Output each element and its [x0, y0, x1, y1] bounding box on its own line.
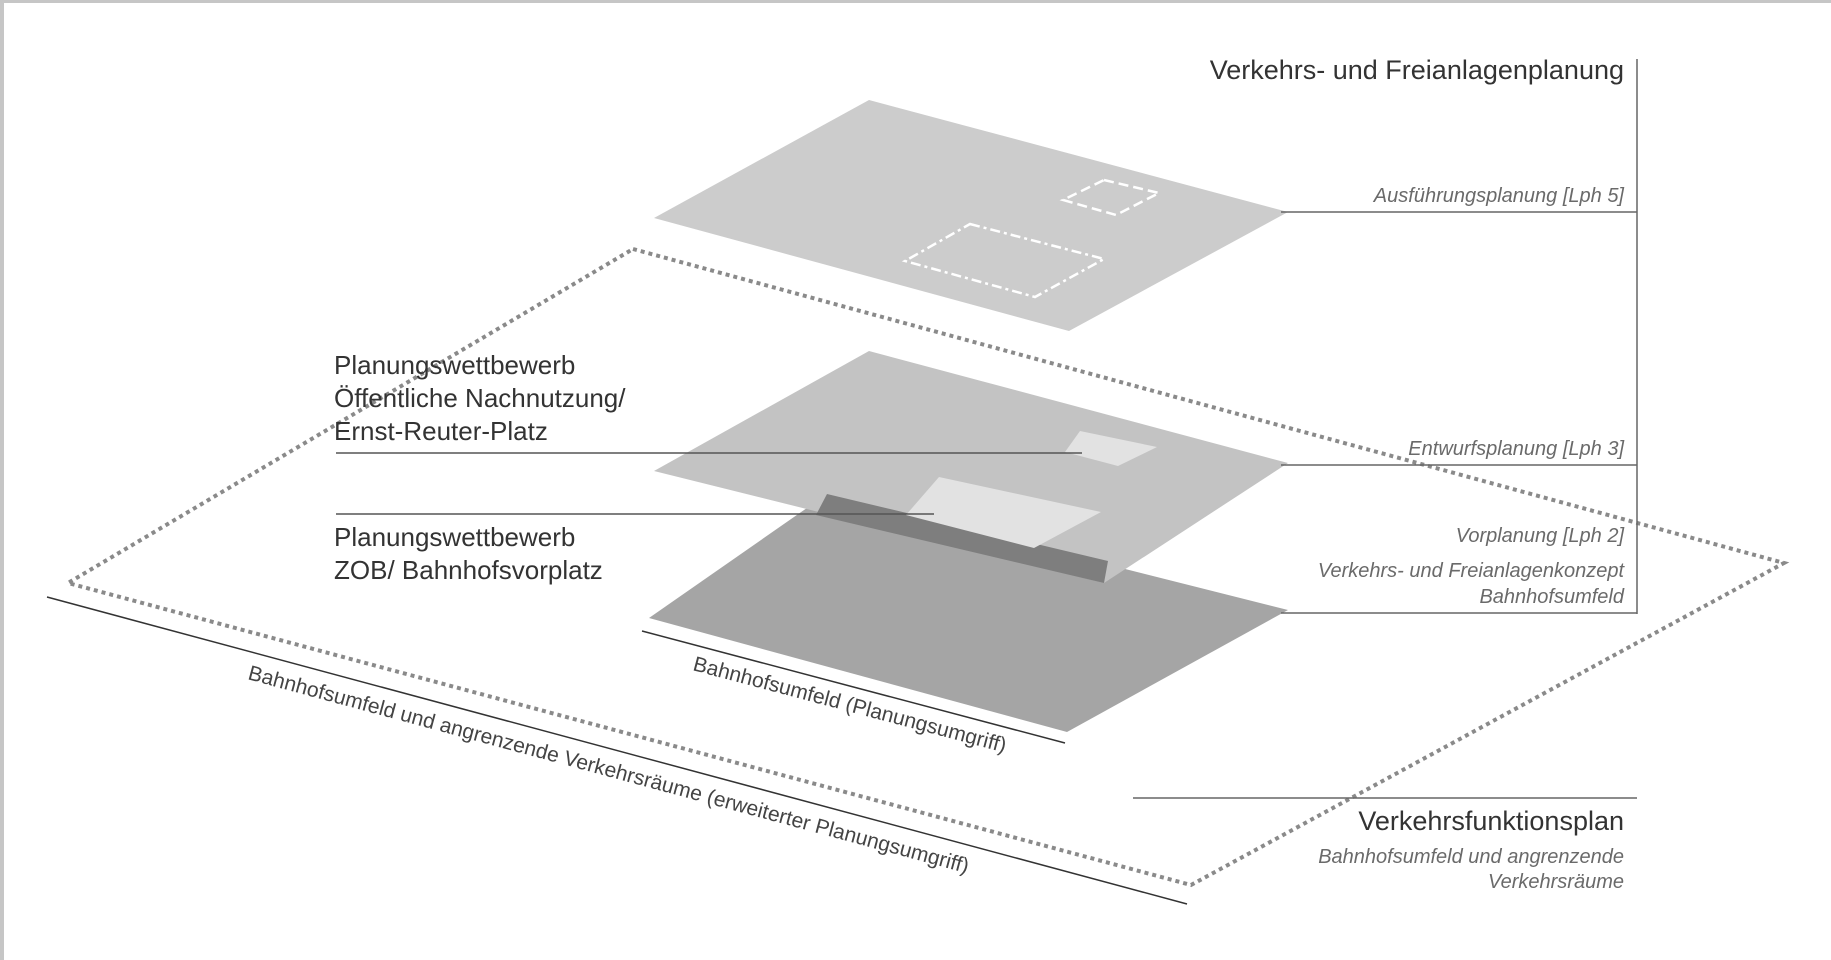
label-entwurfsplanung: Entwurfsplanung [Lph 3]	[1408, 438, 1624, 460]
edge-erweitert-line	[46, 596, 1188, 905]
extended-boundary-outline	[62, 246, 1790, 888]
wettbewerb1-line2: Öffentliche Nachnutzung/	[334, 383, 626, 413]
wettbewerb1-line3: Ernst-Reuter-Platz	[334, 416, 548, 446]
verkehrsfunktionsplan-sub-line1: Bahnhofsumfeld und angrenzende	[1318, 846, 1624, 868]
highlight-zob-area	[906, 477, 1101, 548]
label-erweiterter-planungsumgriff: Bahnhofsumfeld und angrenzende Verkehrsr…	[246, 662, 972, 878]
layer-diagram: Verkehrs- und Freianlagenplanung Ausführ…	[46, 55, 1790, 905]
title-verkehrs-freianlagenplanung: Verkehrs- und Freianlagenplanung	[1210, 55, 1624, 85]
top-plane	[654, 100, 1288, 331]
wettbewerb2-line2: ZOB/ Bahnhofsvorplatz	[334, 555, 603, 585]
label-konzept-line2: Bahnhofsumfeld	[1479, 586, 1624, 608]
overlap-strip	[816, 494, 1108, 583]
construction-area-small	[1059, 178, 1163, 217]
label-vorplanung: Vorplanung [Lph 2]	[1456, 525, 1625, 547]
wettbewerb2-line1: Planungswettbewerb	[334, 522, 575, 552]
wettbewerb1-line1: Planungswettbewerb	[334, 350, 575, 380]
label-ausfuehrungsplanung: Ausführungsplanung [Lph 5]	[1373, 185, 1625, 207]
highlight-ernst-reuter-area	[1065, 431, 1157, 466]
title-verkehrsfunktionsplan: Verkehrsfunktionsplan	[1358, 806, 1624, 836]
edge-planungsumgriff-line	[641, 630, 1066, 744]
middle-plane	[654, 351, 1288, 583]
label-konzept-line1: Verkehrs- und Freianlagenkonzept	[1318, 560, 1626, 582]
bottom-plane	[649, 494, 1288, 732]
construction-area-large	[901, 222, 1108, 299]
verkehrsfunktionsplan-sub-line2: Verkehrsräume	[1488, 871, 1624, 893]
